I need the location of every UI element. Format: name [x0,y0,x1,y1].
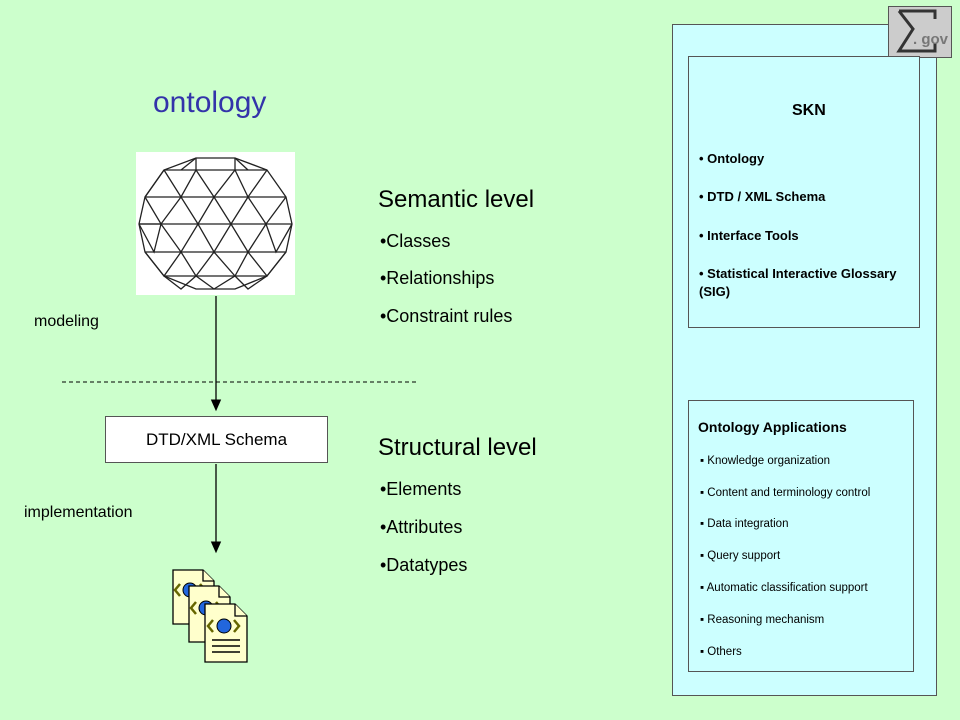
semantic-item-classes: •Classes [380,231,451,251]
sigma-gov-logo-icon: . gov [888,6,952,58]
skn-item-dtd-xml-schema: • DTD / XML Schema [699,189,826,204]
semantic-item-constraint-rules: •Constraint rules [380,306,513,326]
semantic-level-heading: Semantic level [378,186,535,213]
apps-item-knowledge-organization: ▪ Knowledge organization [700,455,831,467]
apps-item-content-terminology: ▪ Content and terminology control [700,487,871,499]
skn-title: SKN [792,102,826,119]
apps-item-query-support: ▪ Query support [700,550,781,562]
connector-lines [62,296,418,554]
apps-item-automatic-classification: ▪ Automatic classification support [700,582,868,594]
apps-item-data-integration: ▪ Data integration [700,518,789,530]
apps-item-others: ▪ Others [700,646,742,658]
implementation-label: implementation [24,504,133,521]
structural-item-datatypes: •Datatypes [380,555,468,575]
xml-documents-icon [168,566,258,671]
structural-item-elements: •Elements [380,479,462,499]
ontology-applications-title: Ontology Applications [698,419,847,435]
apps-item-reasoning-mechanism: ▪ Reasoning mechanism [700,614,825,626]
semantic-item-relationships: •Relationships [380,268,495,288]
structural-item-attributes: •Attributes [380,517,463,537]
skn-item-sig: • Statistical Interactive Glossary (SIG) [699,266,897,299]
ontology-applications-box [688,400,914,672]
skn-item-ontology: • Ontology [699,151,765,166]
modeling-label: modeling [34,313,99,330]
dtd-xml-schema-box: DTD/XML Schema [105,416,328,463]
structural-level-heading: Structural level [378,434,537,461]
diagram-title: ontology [153,86,267,119]
skn-box [688,56,920,328]
logo-text: . gov [913,31,949,48]
geodesic-sphere-icon [136,152,295,295]
skn-item-interface-tools: • Interface Tools [699,228,799,243]
